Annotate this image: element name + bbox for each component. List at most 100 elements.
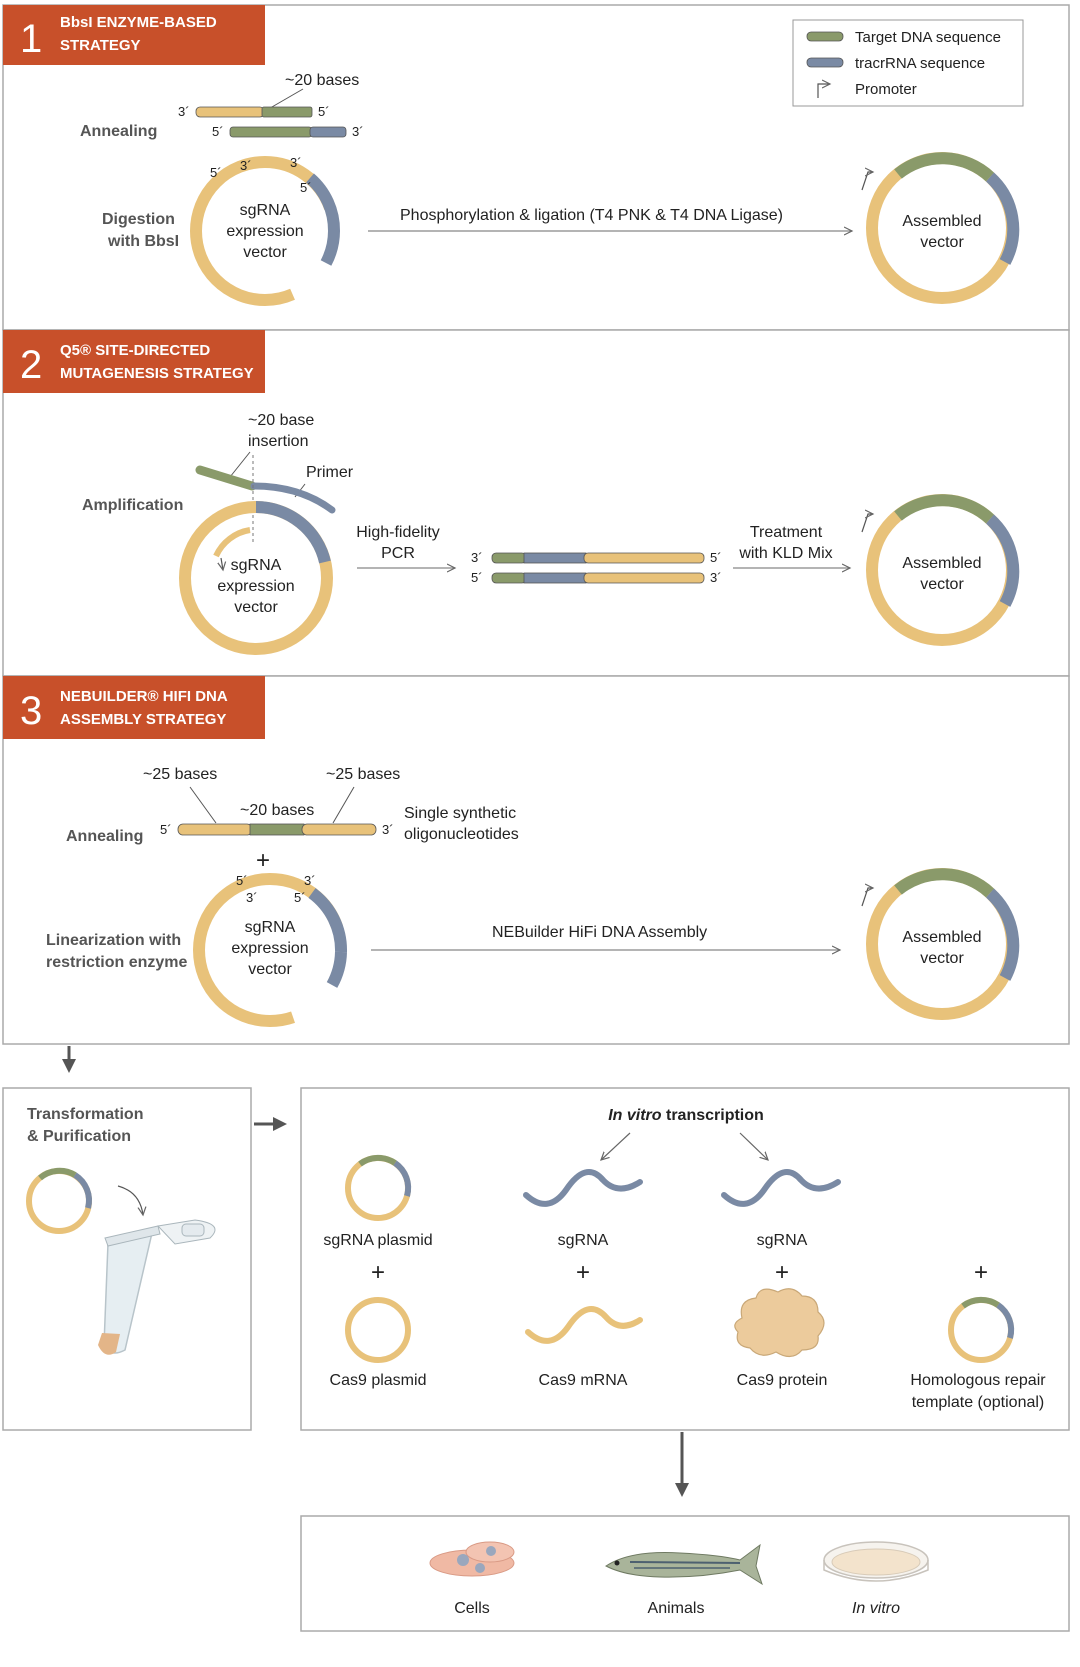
s3-bases20-label: ~20 bases [240,802,314,819]
s1-oligo-top-target [261,106,313,118]
transformation-curve-arrow [117,1185,143,1215]
legend-tracr-swatch [806,57,844,68]
cells-icon [429,1541,515,1577]
section1-title-1: BbsI ENZYME-BASED [60,14,217,31]
s3-bases25b-label: ~25 bases [326,766,400,783]
s2-vector-label-1: sgRNA [231,557,282,574]
svg-text:5´: 5´ [710,550,722,565]
s3-step-label: NEBuilder HiFi DNA Assembly [492,924,707,941]
section3-number: 3 [20,689,42,733]
s3-vector-label-2: expression [231,940,308,957]
s2-primer-arc [250,482,336,514]
svg-text:3´: 3´ [352,124,364,139]
svg-text:5´: 5´ [300,180,312,195]
section1-title-2: STRATEGY [60,37,141,54]
s1-oligo-bottom-tracr [309,126,347,138]
s2-kld-label-1: Treatment [750,524,823,541]
s2-assembled-vector: Assembled vector [861,494,1020,646]
s3-vector-backbone [193,873,347,1027]
s3-assembled-label-2: vector [920,950,964,967]
s3-oligo-label-2: oligonucleotides [404,826,519,843]
s3-annealing-label: Annealing [66,828,143,845]
s1-vector-label-3: vector [243,244,287,261]
s3-linear-label-1: Linearization with [46,932,181,949]
sgrna-plasmid-label: sgRNA plasmid [323,1232,432,1249]
s3-assembled-label-1: Assembled [902,929,981,946]
svg-text:3´: 3´ [710,570,722,585]
s1-vector-backbone [190,156,340,306]
s3-oligo-target [249,823,305,836]
transformation-label-2: & Purification [27,1128,131,1145]
s2-vector-label-2: expression [217,578,294,595]
svg-text:5´: 5´ [210,165,222,180]
s2-product-bottom-backbone [583,572,705,584]
sgrna-wave-1 [523,1169,643,1207]
svg-text:5´: 5´ [160,822,172,837]
cells-label: Cells [454,1600,490,1617]
s1-vector-label-1: sgRNA [240,202,291,219]
cas9-mrna-icon [525,1306,643,1344]
svg-text:3´: 3´ [471,550,483,565]
s2-amplification-label: Amplification [82,497,183,514]
s1-step-label: Phosphorylation & ligation (T4 PNK & T4 … [400,207,783,224]
plus-1: + [371,1259,385,1286]
ivt-label: In vitro transcription [608,1107,764,1124]
s2-product-top-tracr [523,552,587,564]
s1-oligo-top-backbone [195,106,265,118]
petri-dish-icon [823,1541,929,1582]
sgrna-wave-2 [721,1169,841,1207]
s1-assembled-label-2: vector [920,234,964,251]
s1-vector-label-2: expression [226,223,303,240]
cas9-plasmid-label: Cas9 plasmid [330,1372,427,1389]
s3-linear-label-2: restriction enzyme [46,954,187,971]
cas9-mrna-label: Cas9 mRNA [539,1372,628,1389]
s1-oligo-bottom-target [229,126,313,138]
zebrafish-icon [605,1543,763,1586]
svg-text:3´: 3´ [382,822,394,837]
s1-digestion-label-1: Digestion [102,211,175,228]
legend-tracr-label: tracrRNA sequence [855,55,985,72]
svg-text:5´: 5´ [318,104,330,119]
s1-vector-tracr [305,173,341,232]
s2-product-top-target [491,552,527,564]
legend: Target DNA sequence tracrRNA sequence Pr… [792,19,1024,107]
svg-text:3´: 3´ [240,158,252,173]
plus-3: + [775,1259,789,1286]
s2-vector-label-3: vector [234,599,278,616]
s2-insertion-label-2: insertion [248,433,308,450]
microtube-icon [98,1219,216,1355]
s2-promoter-icon [861,514,873,533]
s3-vector-label-3: vector [248,961,292,978]
cas9-protein-icon [734,1288,825,1358]
svg-text:5´: 5´ [212,124,224,139]
section3-header-bg [3,676,265,739]
s3-plus: + [256,847,270,874]
s2-assembled-label-1: Assembled [902,555,981,572]
s2-product-bottom-tracr [523,572,587,584]
s2-vector-tracr [255,501,331,564]
s3-oligo-backbone-left [177,823,253,836]
s2-assembled-label-2: vector [920,576,964,593]
section1-number: 1 [20,17,42,61]
sgrna-plasmid-icon [345,1154,412,1221]
svg-text:5´: 5´ [294,890,306,905]
section3-title-2: ASSEMBLY STRATEGY [60,711,226,728]
s3-vector-label-1: sgRNA [245,919,296,936]
plus-4: + [974,1259,988,1286]
svg-text:5´: 5´ [236,873,248,888]
legend-target-swatch [806,31,844,42]
plus-2: + [576,1259,590,1286]
s1-assembled-label-1: Assembled [902,213,981,230]
s3-oligo-backbone-right [301,823,377,836]
s2-inner-arc [213,527,251,558]
delivery-panel [300,1087,1070,1431]
section1-header-bg [3,5,265,65]
s3-vector-tracr [308,888,347,953]
s1-assembled-vector: Assembled vector [861,152,1020,304]
section3-title-1: NEBUILDER® HIFI DNA [60,688,228,705]
s2-pcr-label-1: High-fidelity [356,524,440,541]
hr-template-label-1: Homologous repair [910,1372,1046,1389]
s2-insertion-label-1: ~20 base [248,412,314,429]
legend-promoter-label: Promoter [855,81,917,98]
